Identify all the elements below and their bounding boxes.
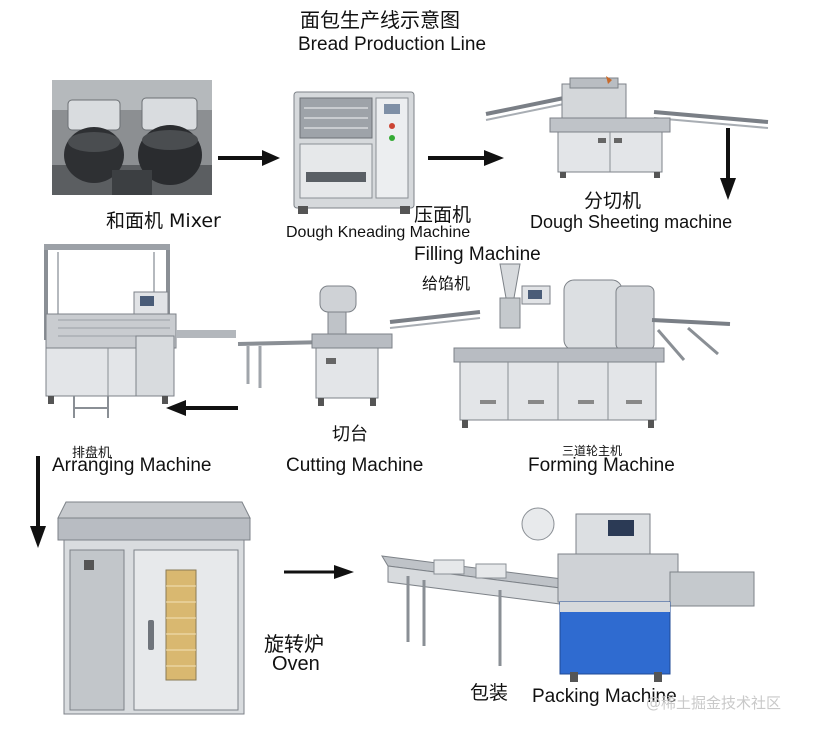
flow-arrow-mixer-to-kneading bbox=[218, 150, 280, 166]
oven-label-en: Oven bbox=[272, 653, 320, 675]
filling-label-en: Filling Machine bbox=[414, 244, 541, 265]
cutting-label-en: Cutting Machine bbox=[286, 455, 424, 476]
arranging-label-zh: 排盘机 bbox=[72, 446, 112, 461]
cutting-machine-image bbox=[237, 285, 393, 406]
forming-machine-image bbox=[389, 263, 731, 428]
forming-label-zh: 三道轮主机 bbox=[562, 444, 623, 458]
arranging-machine-image bbox=[44, 244, 236, 418]
mixer-label: 和面机 Mixer bbox=[106, 210, 221, 232]
flow-arrow-oven-to-packing bbox=[284, 565, 354, 579]
diagram-title-zh: 面包生产线示意图 bbox=[300, 8, 460, 32]
dough-kneading-machine-image bbox=[293, 91, 415, 214]
cutting-label-zh: 切台 bbox=[332, 424, 368, 445]
watermark: @稀土掘金技术社区 bbox=[646, 694, 782, 712]
dough-sheeting-label-zh: 分切机 bbox=[584, 190, 642, 212]
packing-label-zh: 包装 bbox=[470, 682, 509, 704]
flow-arrow-to-arranging bbox=[166, 400, 238, 416]
filling-label-zh: 给馅机 bbox=[422, 274, 471, 293]
dough-sheeting-machine-image bbox=[485, 76, 769, 178]
diagram-title-en: Bread Production Line bbox=[298, 34, 487, 55]
dough-kneading-label-en: Dough Kneading Machine bbox=[286, 224, 471, 241]
forming-label-en: Forming Machine bbox=[528, 455, 675, 476]
packing-label-en: Packing Machine bbox=[532, 686, 677, 707]
oven-label-zh: 旋转炉 bbox=[264, 632, 324, 656]
dough-kneading-label-zh: 压面机 bbox=[414, 204, 472, 226]
packing-machine-image bbox=[381, 507, 755, 682]
flow-arrow-arranging-down bbox=[30, 456, 46, 548]
mixer-image bbox=[52, 80, 212, 195]
flow-arrow-kneading-to-sheeting bbox=[428, 150, 504, 166]
dough-sheeting-label-en: Dough Sheeting machine bbox=[530, 212, 733, 232]
arranging-label-en: Arranging Machine bbox=[52, 455, 212, 476]
oven-image bbox=[57, 501, 251, 715]
flow-arrow-sheeting-down bbox=[720, 128, 736, 200]
